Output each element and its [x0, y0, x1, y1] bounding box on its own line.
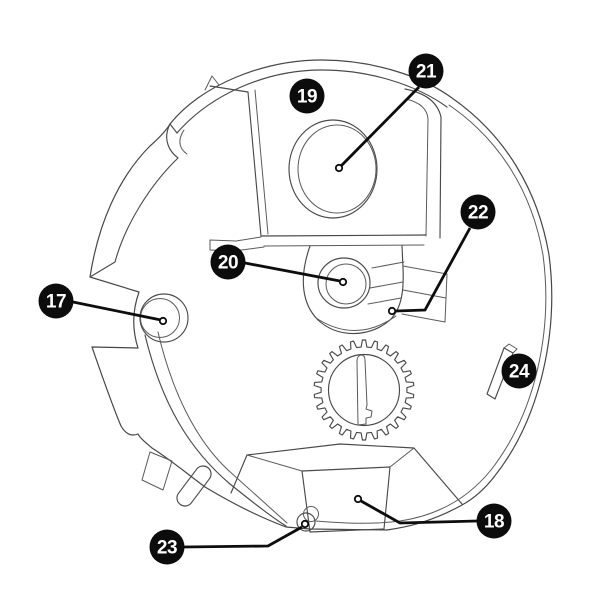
callout-circle-17 [38, 283, 74, 319]
pin [486, 343, 518, 400]
callout-label-22: 22 [468, 203, 488, 224]
leader-dot-21 [334, 163, 344, 173]
lens-opening [288, 119, 378, 219]
stud [296, 506, 319, 532]
leader-dot-22 [387, 306, 397, 316]
lower-left-arm [141, 331, 288, 527]
callout-circle-22 [460, 194, 496, 230]
clip [176, 465, 212, 507]
callout-18: 18 [476, 503, 512, 539]
callout-label-18: 18 [484, 512, 504, 533]
leader-dot-17 [158, 316, 168, 326]
leader-line-20 [244, 261, 341, 283]
leader-dot-20 [338, 277, 348, 287]
leader-line-22 [395, 227, 472, 313]
top-rim [89, 69, 448, 278]
pedestal [230, 443, 463, 533]
leader-line-23 [183, 525, 303, 549]
callout-circle-21 [408, 53, 444, 89]
leader-line-17 [72, 300, 162, 322]
callout-circle-19 [289, 78, 325, 114]
callout-circle-18 [476, 503, 512, 539]
callout-label-19: 19 [297, 87, 317, 108]
callout-circle-23 [149, 529, 185, 565]
callout-23: 23 [149, 529, 185, 565]
leader-line-18 [360, 499, 478, 525]
callout-20: 20 [210, 244, 246, 280]
upper-housing-recess [209, 85, 442, 252]
callout-label-23: 23 [157, 538, 177, 559]
callout-circle-24 [501, 353, 537, 389]
pawl [356, 354, 373, 426]
leader-line-21 [340, 86, 420, 167]
callout-label-24: 24 [509, 362, 530, 383]
callout-19: 19 [289, 78, 325, 114]
callout-24: 24 [501, 353, 537, 389]
callouts: 17 18 19 20 21 22 23 24 [38, 53, 537, 565]
leader-dot-23 [300, 519, 310, 529]
callout-label-20: 20 [218, 253, 238, 274]
barrel-housing [302, 245, 448, 335]
callout-21: 21 [408, 53, 444, 89]
barrel-lens [317, 257, 371, 309]
callout-22: 22 [460, 194, 496, 230]
callout-label-17: 17 [46, 292, 66, 313]
callout-label-21: 21 [416, 62, 437, 83]
callout-17: 17 [38, 283, 74, 319]
callout-circle-20 [210, 244, 246, 280]
leader-dot-18 [353, 494, 363, 504]
side-boss [139, 293, 189, 343]
right-rim [315, 104, 547, 524]
sprocket-gear [313, 339, 415, 441]
leader-lines [72, 86, 478, 549]
